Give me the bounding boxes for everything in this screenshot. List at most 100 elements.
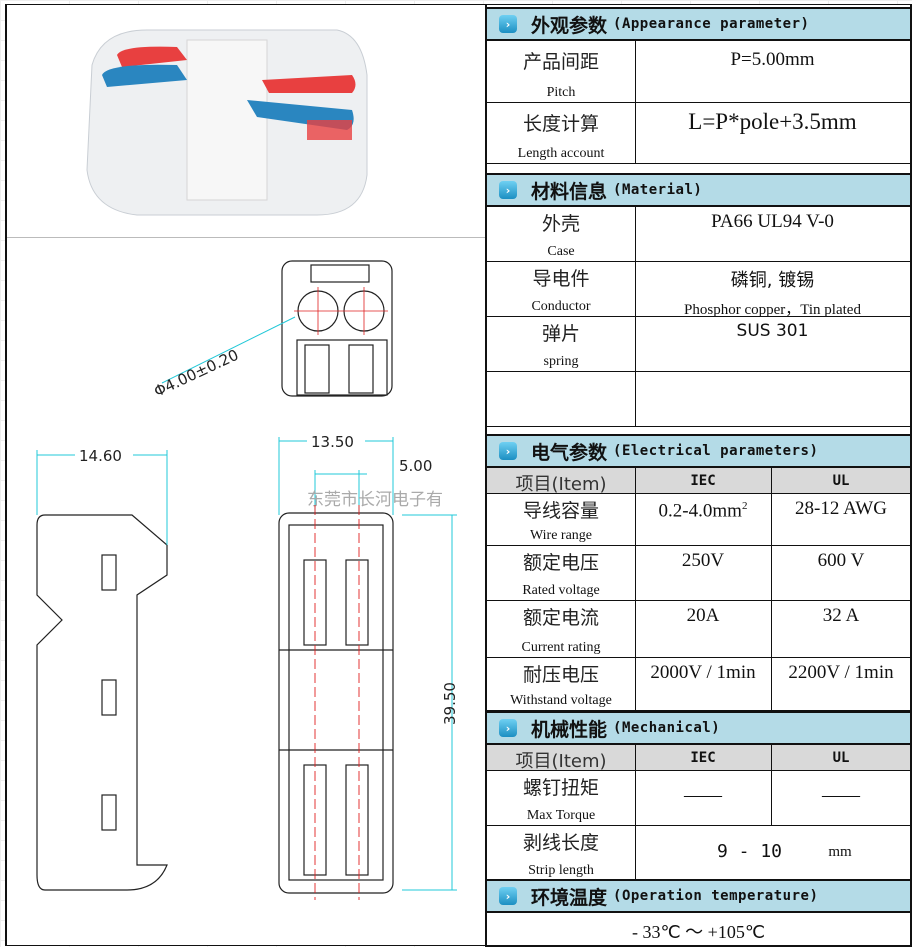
value: 磷铜, 镀锡 Phosphor copper，Tin plated — [635, 262, 910, 318]
iec-header: IEC — [635, 745, 772, 770]
ul-value: 2200V / 1min — [788, 662, 894, 683]
section-subtitle: (Material) — [613, 182, 703, 198]
label-zh: 额定电压 — [522, 552, 599, 574]
row-case: 外壳 Case PA66 UL94 V-0 — [487, 207, 910, 262]
label-en: Withstand voltage — [510, 693, 612, 708]
strip-unit: mm — [828, 844, 852, 860]
section-subtitle: (Operation temperature) — [613, 888, 819, 904]
section-subtitle: (Appearance parameter) — [613, 16, 810, 32]
section-title: 电气参数 — [531, 441, 608, 464]
ul-value: 600 V — [817, 550, 865, 571]
section-electrical: › 电气参数 (Electrical parameters) — [487, 434, 910, 468]
label-en: Rated voltage — [522, 583, 600, 598]
label-zh: 产品间距 — [522, 51, 599, 73]
row-blank — [487, 372, 910, 427]
label-en: Wire range — [529, 528, 592, 543]
value: PA66 UL94 V-0 — [711, 211, 834, 232]
chevron-right-icon: › — [499, 719, 517, 737]
label-en: Conductor — [531, 299, 591, 314]
ul-header: UL — [832, 750, 850, 766]
value-en: Phosphor copper，Tin plated — [684, 302, 861, 318]
label-zh: 外壳 — [541, 213, 580, 235]
chevron-right-icon: › — [499, 15, 517, 33]
label-en: Strip length — [528, 863, 594, 878]
row-length: 长度计算 Length account L=P*pole+3.5mm — [487, 103, 910, 164]
front-view — [281, 260, 393, 397]
ul-header: UL — [832, 473, 850, 489]
spec-table: › 外观参数 (Appearance parameter) 产品间距 Pitch … — [485, 4, 912, 947]
temperature-value: - 33℃ ～ +105℃ — [631, 922, 766, 942]
row-spring: 弹片 spring SUS 301 — [487, 317, 910, 372]
iec-text: 0.2-4.0mm — [658, 500, 742, 522]
strip-value: 9 - 10 — [716, 841, 783, 862]
row-conductor: 导电件 Conductor 磷铜, 镀锡 Phosphor copper，Tin p… — [487, 262, 910, 318]
dim-side-width: 14.60 — [79, 447, 122, 465]
chevron-right-icon: › — [499, 442, 517, 460]
iec-header: IEC — [635, 468, 772, 493]
chevron-right-icon: › — [499, 181, 517, 199]
chevron-right-icon: › — [499, 887, 517, 905]
drawing-panel: Φ4.00±0.20 14.60 13.50 5.00 39.50 东莞市长河电… — [5, 4, 487, 946]
label-zh: 弹片 — [541, 323, 580, 345]
value: L=P*pole+3.5mm — [688, 109, 857, 134]
section-appearance: › 外观参数 (Appearance parameter) — [487, 7, 910, 41]
row-rated-voltage: 额定电压 Rated voltage 250V 600 V — [487, 546, 910, 601]
value: SUS 301 — [736, 321, 809, 341]
label-zh: 剥线长度 — [522, 832, 599, 854]
label-en: Max Torque — [526, 808, 596, 823]
ul-value: —— — [822, 785, 860, 806]
blank-cell — [487, 372, 636, 426]
iec-value: 0.2-4.0mm2 — [635, 494, 772, 545]
side-view — [36, 514, 168, 891]
label-zh: 导线容量 — [522, 500, 599, 522]
dim-top-width: 13.50 — [311, 433, 354, 451]
label-en: spring — [543, 354, 579, 369]
watermark: 东莞市长河电子有 — [307, 490, 443, 510]
section-subtitle: (Electrical parameters) — [613, 443, 819, 459]
divider — [7, 237, 487, 238]
iec-value: 250V — [635, 546, 772, 600]
value: P=5.00mm — [730, 49, 815, 70]
item-header: 项目(Item) — [487, 468, 636, 495]
section-subtitle: (Mechanical) — [613, 720, 721, 736]
label-en: Pitch — [546, 85, 576, 100]
section-title: 环境温度 — [531, 886, 608, 909]
ul-value: 28-12 AWG — [795, 498, 887, 519]
label-en: Length account — [517, 146, 605, 161]
row-pitch: 产品间距 Pitch P=5.00mm — [487, 41, 910, 103]
row-wire-range: 导线容量 Wire range 0.2-4.0mm2 28-12 AWG — [487, 494, 910, 546]
product-photo — [86, 29, 368, 216]
section-material: › 材料信息 (Material) — [487, 173, 910, 207]
dim-length: 39.50 — [441, 682, 459, 725]
superscript: 2 — [741, 500, 748, 512]
section-mechanical: › 机械性能 (Mechanical) — [487, 711, 910, 745]
value-zh: 磷铜, 镀锡 — [730, 270, 815, 291]
iec-value: 2000V / 1min — [635, 658, 772, 710]
section-title: 机械性能 — [531, 718, 608, 741]
row-max-torque: 螺钉扭矩 Max Torque —— —— — [487, 771, 910, 826]
label-zh: 长度计算 — [522, 113, 599, 135]
section-title: 外观参数 — [531, 14, 608, 37]
item-header-row: 项目(Item) IEC UL — [487, 468, 910, 495]
top-view — [278, 505, 394, 900]
diameter-label: Φ4.00±0.20 — [151, 346, 241, 401]
label-zh: 额定电流 — [522, 607, 599, 629]
technical-drawing: Φ4.00±0.20 14.60 13.50 5.00 39.50 东莞市长河电… — [36, 29, 459, 900]
iec-value: 20A — [635, 601, 772, 657]
label-zh: 螺钉扭矩 — [522, 777, 599, 799]
row-strip-length: 剥线长度 Strip length 9 - 10 mm — [487, 826, 910, 880]
diameter-leader — [161, 316, 296, 384]
item-header: 项目(Item) — [487, 745, 636, 772]
row-current-rating: 额定电流 Current rating 20A 32 A — [487, 601, 910, 658]
label-zh: 耐压电压 — [522, 664, 599, 686]
section-title: 材料信息 — [531, 180, 608, 203]
section-temperature: › 环境温度 (Operation temperature) — [487, 879, 910, 913]
ul-value: 32 A — [822, 605, 860, 626]
label-en: Case — [547, 244, 575, 259]
row-withstand-voltage: 耐压电压 Withstand voltage 2000V / 1min 2200V… — [487, 658, 910, 711]
iec-value: —— — [635, 771, 772, 825]
label-zh: 导电件 — [532, 268, 590, 290]
label-en: Current rating — [521, 640, 601, 655]
item-header-row: 项目(Item) IEC UL — [487, 745, 910, 772]
